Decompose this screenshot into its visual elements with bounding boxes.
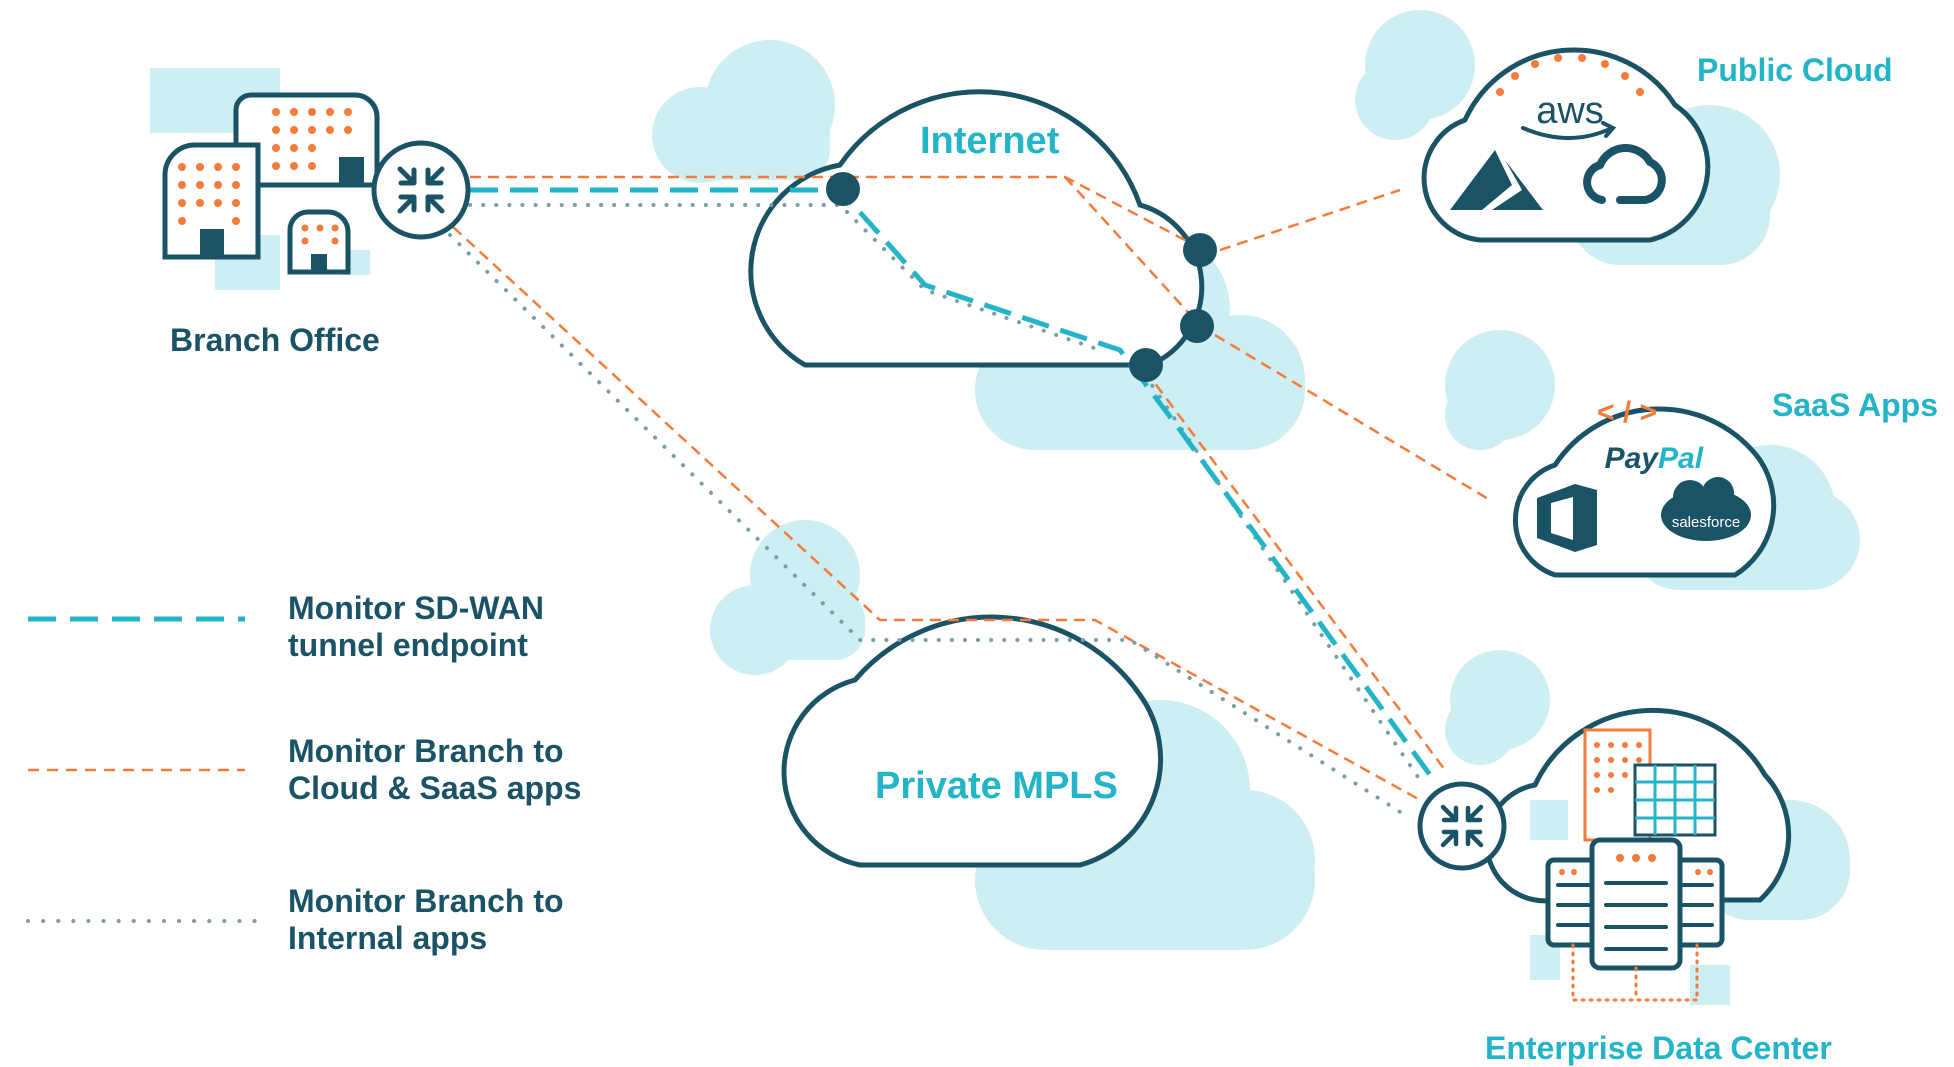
building-icon <box>150 68 380 290</box>
cloud-saas-paths <box>439 175 1491 802</box>
google-cloud-icon <box>1583 144 1666 204</box>
legend-item-cloud-saas: Monitor Branch to Cloud & SaaS apps <box>288 733 581 807</box>
paypal-pay: Pay <box>1605 442 1660 475</box>
internet-cloud <box>748 89 1205 368</box>
aws-dots <box>1496 54 1644 96</box>
mpls-cloud <box>781 614 1164 868</box>
salesforce-logo: salesforce <box>1672 514 1740 531</box>
internal-app-paths <box>448 203 1422 817</box>
public-cloud-label: Public Cloud <box>1697 52 1893 88</box>
legend-item-internal: Monitor Branch to Internal apps <box>288 883 564 957</box>
salesforce-icon <box>1661 477 1751 541</box>
legend-label: Cloud & SaaS apps <box>288 770 582 806</box>
code-symbol: < / > <box>1597 396 1657 429</box>
office-icon <box>1537 484 1597 552</box>
legend-swatches <box>26 616 257 923</box>
legend-label: Monitor Branch to <box>288 733 564 769</box>
enterprise-data-center-label: Enterprise Data Center <box>1485 1030 1832 1066</box>
private-mpls-label: Private MPLS <box>875 765 1118 807</box>
legend-label: tunnel endpoint <box>288 627 528 663</box>
aws-smile <box>1521 121 1617 140</box>
aws-logo: aws <box>1536 90 1604 132</box>
router-icon <box>1417 781 1507 871</box>
branch-office-label: Branch Office <box>170 322 380 358</box>
paypal-pal: Pal <box>1658 442 1704 475</box>
legend-item-sdwan: Monitor SD-WAN tunnel endpoint <box>288 590 544 664</box>
router-icon <box>371 140 471 240</box>
sdwan-tunnel-paths <box>470 187 1433 777</box>
saas-apps-label: SaaS Apps <box>1772 387 1938 423</box>
legend-label: Monitor Branch to <box>288 883 564 919</box>
azure-icon <box>1450 150 1543 210</box>
legend-label: Internal apps <box>288 920 488 956</box>
server-icon <box>1530 728 1730 1005</box>
junction-dots <box>826 172 1217 382</box>
legend-label: Monitor SD-WAN <box>288 590 544 626</box>
internet-label: Internet <box>920 120 1060 162</box>
